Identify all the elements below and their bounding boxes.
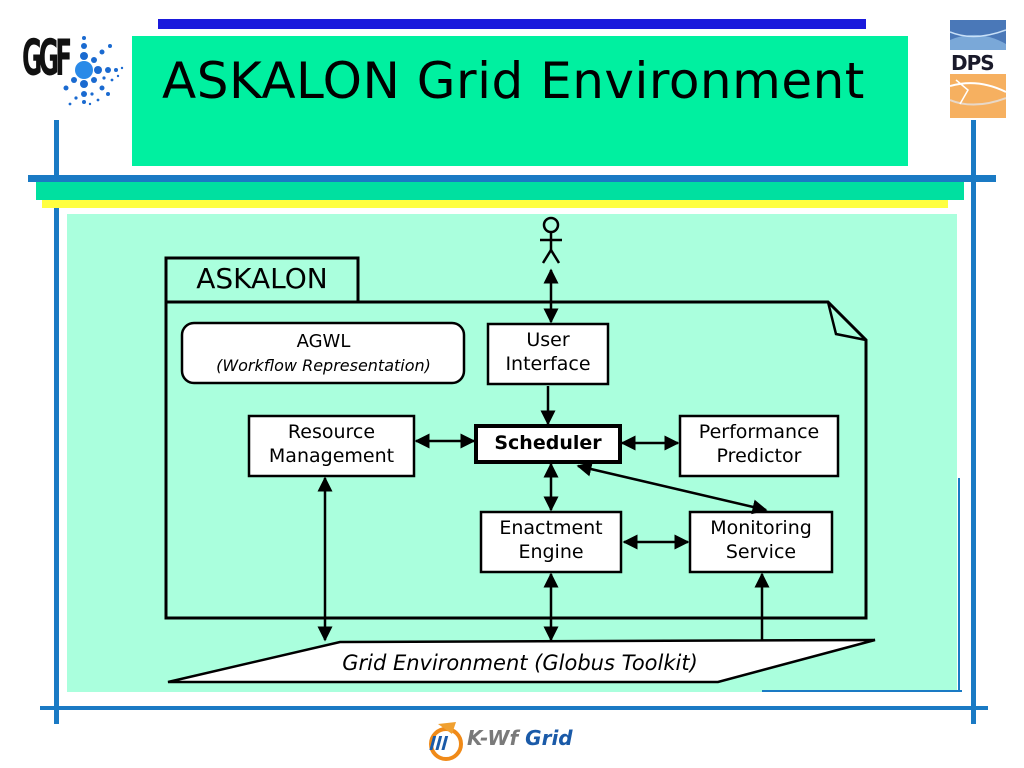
- user-interface-label: User Interface: [488, 328, 608, 376]
- enactment-engine-box: [479, 510, 623, 574]
- agwl-label: AGWL (Workflow Representation): [183, 330, 464, 378]
- askalon-frame-label: ASKALON: [196, 262, 328, 295]
- right-frame-line: [971, 120, 976, 724]
- grid-environment-label: Grid Environment (Globus Toolkit): [342, 651, 698, 675]
- content-corner-vline: [958, 478, 960, 692]
- monitoring-service-label: Monitoring Service: [690, 516, 832, 564]
- monitoring-service-box: [688, 510, 834, 574]
- content-corner-hline: [762, 690, 962, 692]
- user-stick-figure-icon: [540, 216, 562, 264]
- scheduler-label: Scheduler: [494, 432, 602, 454]
- resource-management-box: [247, 414, 416, 478]
- scheduler-box: [474, 424, 622, 464]
- agwl-subtitle: (Workflow Representation): [216, 356, 431, 375]
- grid-environment-shape: [167, 638, 876, 684]
- top-accent-bar: [158, 19, 866, 29]
- ggf-logo-icon: [63, 36, 124, 106]
- agwl-box: [180, 321, 466, 385]
- footer-line: [40, 706, 988, 710]
- askalon-tab: [164, 256, 360, 304]
- grid-logo-word: Grid: [525, 726, 573, 750]
- resource-management-line1: Resource: [287, 421, 376, 443]
- kwf-logo-word: K-Wf: [467, 726, 519, 750]
- enactment-engine-label: Enactment Engine: [481, 516, 621, 564]
- left-frame-line: [54, 120, 59, 724]
- user-interface-line2: Interface: [505, 353, 591, 375]
- resource-management-line2: Management: [268, 445, 395, 467]
- title-banner: [132, 36, 908, 166]
- enactment-engine-line1: Enactment: [499, 517, 603, 539]
- agwl-title: AGWL: [296, 331, 351, 352]
- askalon-frame: [164, 300, 868, 620]
- header-band-green: [36, 180, 964, 200]
- kwf-grid-logo-text: K-Wf Grid: [467, 726, 573, 750]
- monitoring-service-line2: Service: [725, 541, 797, 563]
- enactment-engine-line2: Engine: [518, 541, 584, 563]
- ggf-logo-text: GGF: [22, 30, 72, 88]
- askalon-frame-fold: [826, 301, 867, 342]
- performance-predictor-line2: Predictor: [716, 445, 802, 467]
- resource-management-label: Resource Management: [249, 420, 414, 468]
- arrow-scheduler-ms: [576, 461, 768, 515]
- performance-predictor-label: Performance Predictor: [680, 420, 838, 468]
- performance-predictor-line1: Performance: [698, 421, 820, 443]
- header-band-blue: [28, 175, 996, 182]
- user-interface-line1: User: [526, 329, 570, 351]
- dps-logo-text: DPS: [951, 51, 995, 75]
- kwf-grid-logo-icon: [429, 722, 463, 761]
- monitoring-service-line1: Monitoring: [710, 517, 812, 539]
- dps-logo-icon: [950, 20, 1006, 118]
- user-interface-box: [486, 322, 610, 386]
- slide-title: ASKALON Grid Environment: [162, 52, 865, 110]
